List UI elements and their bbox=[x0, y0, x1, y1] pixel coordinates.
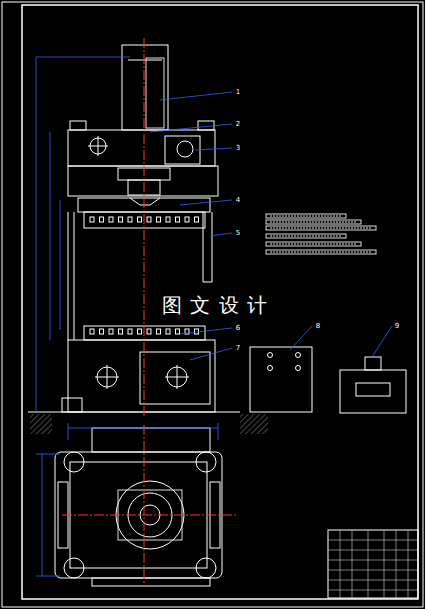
control-box bbox=[250, 347, 312, 412]
callout-number: 5 bbox=[235, 230, 241, 237]
callout-number: 4 bbox=[235, 197, 241, 204]
watermark: 图 文 设 计 bbox=[159, 294, 271, 316]
frame-border bbox=[22, 5, 418, 599]
callout-number: 7 bbox=[235, 345, 241, 352]
callout-number: 6 bbox=[235, 325, 241, 332]
callout-number: 2 bbox=[235, 121, 241, 128]
callout-number: 8 bbox=[315, 323, 321, 330]
base bbox=[68, 340, 215, 412]
upper-beam bbox=[68, 130, 215, 166]
callout-number: 3 bbox=[235, 145, 241, 152]
callout-number: 1 bbox=[235, 89, 241, 96]
cylinder bbox=[122, 45, 168, 130]
callout-number: 9 bbox=[394, 323, 400, 330]
pump-station bbox=[340, 370, 406, 413]
